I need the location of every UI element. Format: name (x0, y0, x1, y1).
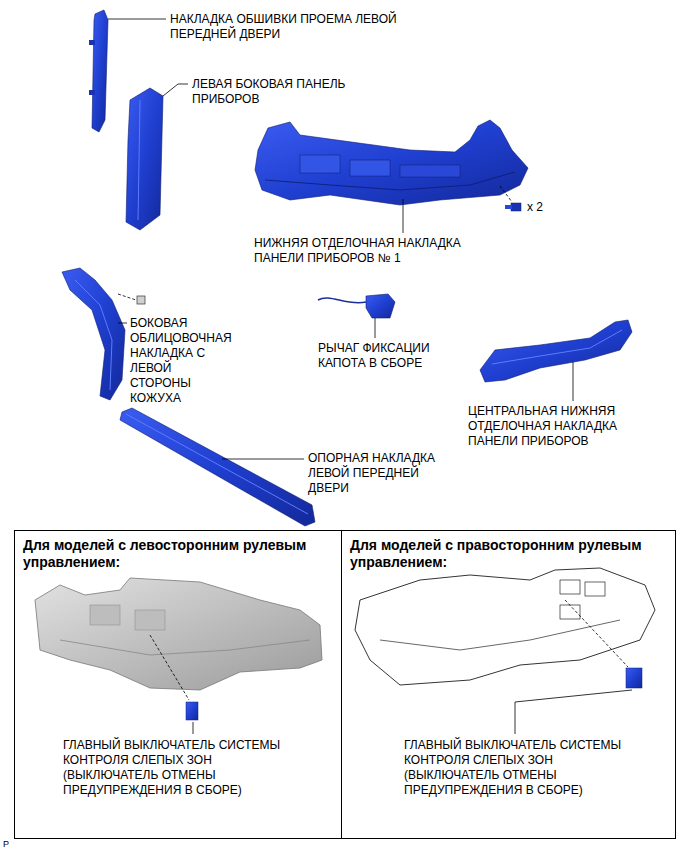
box-heading: Для моделей с левосторонним рулевым упра… (23, 537, 335, 571)
illustration-shape (265, 172, 515, 190)
illustration-shape (90, 605, 120, 625)
illustration-shape (565, 600, 628, 667)
illustration-shape (138, 100, 140, 220)
part-label: ГЛАВНЫЙ ВЫКЛЮЧАТЕЛЬ СИСТЕМЫ КОНТРОЛЯ СЛЕ… (63, 738, 295, 798)
illustration-shape (120, 408, 315, 526)
illustration-shape (193, 722, 194, 734)
illustration-shape (505, 205, 512, 209)
illustration-shape (118, 294, 136, 300)
part-label: НАКЛАДКА ОБШИВКИ ПРОЕМА ЛЕВОЙ ПЕРЕДНЕЙ Д… (170, 12, 410, 42)
part-label: ГЛАВНЫЙ ВЫКЛЮЧАТЕЛЬ СИСТЕМЫ КОНТРОЛЯ СЛЕ… (404, 738, 636, 798)
illustration-shape (62, 268, 125, 400)
illustration-shape (126, 414, 308, 514)
part-label: БОКОВАЯ ОБЛИЦОВОЧНАЯ НАКЛАДКА С ЛЕВОЙ СТ… (130, 316, 230, 406)
illustration-shape (126, 88, 163, 230)
illustration-shape (380, 620, 620, 650)
scuff-plate (120, 408, 315, 526)
illustration-shape (366, 294, 395, 318)
illustration-shape (560, 580, 580, 594)
model-variant-box: Для моделей с левосторонним рулевым упра… (14, 530, 342, 839)
illustration-shape (573, 362, 574, 401)
figure-code: P (3, 839, 23, 850)
illustration-shape (35, 578, 322, 690)
quantity-label: x 2 (527, 200, 543, 215)
cowl-side-trim (62, 268, 125, 400)
illustration-shape (585, 582, 605, 596)
illustration-shape (89, 40, 95, 45)
clip (118, 294, 145, 304)
part-label: РЫЧАГ ФИКСАЦИИ КАПОТА В СБОРЕ (318, 341, 448, 371)
illustration-shape (150, 635, 189, 700)
lhd-panel (35, 578, 322, 720)
illustration-shape (89, 90, 95, 95)
illustration-shape (163, 84, 188, 96)
lower-finish-panel (255, 120, 528, 205)
illustration-shape (350, 160, 390, 176)
illustration-shape (375, 318, 376, 338)
part-label: ЦЕНТРАЛЬНАЯ НИЖНЯЯ ОТДЕЛОЧНАЯ НАКЛАДКА П… (468, 404, 653, 449)
illustration-shape (300, 155, 340, 173)
box-heading: Для моделей с правосторонним рулевым упр… (350, 537, 662, 571)
screw (500, 186, 521, 211)
part-label: ЛЕВАЯ БОКОВАЯ ПАНЕЛЬ ПРИБОРОВ (192, 77, 372, 107)
illustration-shape (480, 320, 632, 382)
hood-lock-lever (318, 294, 395, 318)
illustration-shape (135, 610, 165, 630)
illustration-shape (108, 19, 166, 20)
illustration-shape (222, 459, 304, 460)
illustration-shape (515, 690, 632, 734)
part-label: ОПОРНАЯ НАКЛАДКА ЛЕВОЙ ПЕРЕДНЕЙ ДВЕРИ (308, 451, 448, 496)
center-finish-panel (480, 320, 632, 382)
illustration-shape (500, 186, 512, 202)
door-opening-trim (89, 10, 108, 132)
side-panel (126, 88, 163, 230)
illustration-shape (60, 640, 310, 655)
illustration-shape (400, 165, 460, 177)
illustration-shape (137, 296, 145, 304)
illustration-shape (492, 330, 622, 364)
model-variant-box: Для моделей с правосторонним рулевым упр… (341, 530, 676, 839)
illustration-shape (560, 605, 580, 619)
illustration-shape (118, 323, 127, 324)
illustration-shape (255, 120, 528, 205)
illustration-shape (318, 298, 366, 303)
illustration-shape (92, 10, 108, 132)
part-label: НИЖНЯЯ ОТДЕЛОЧНАЯ НАКЛАДКА ПАНЕЛИ ПРИБОР… (254, 236, 494, 266)
illustration-shape (75, 280, 112, 390)
illustration-shape (186, 702, 198, 720)
illustration-shape (355, 568, 655, 685)
illustration-shape (511, 203, 521, 211)
illustration-shape (626, 668, 642, 688)
rhd-panel (355, 568, 655, 688)
illustration-shape (403, 199, 404, 233)
